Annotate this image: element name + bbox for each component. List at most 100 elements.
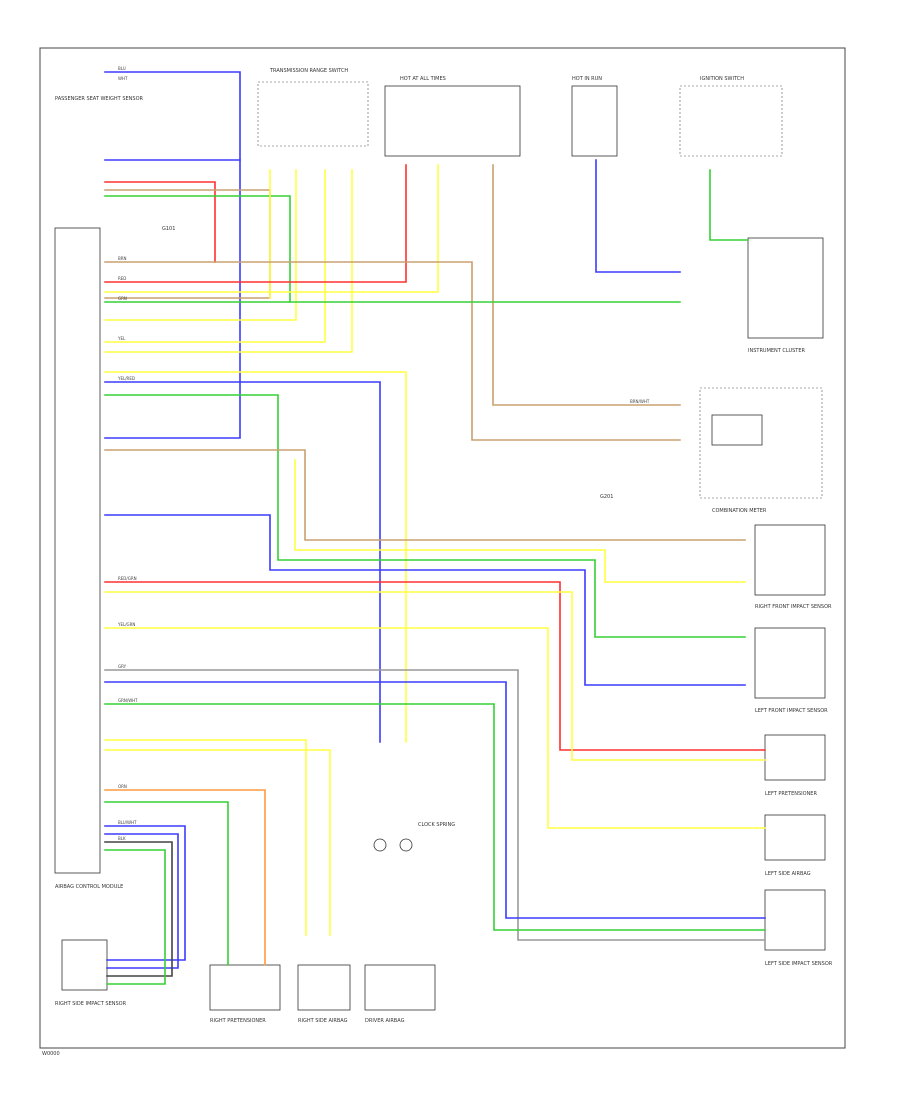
wire-yellow-pretensioner (104, 591, 766, 761)
wire-blue-side-impact-2 (104, 833, 179, 969)
wire-red-pretensioner (104, 581, 766, 751)
airbag-indicator (711, 414, 763, 446)
wire-red-seat (104, 181, 216, 263)
wire-green-ignition (709, 169, 749, 241)
clock-spring-label: CLOCK SPRING (418, 822, 455, 828)
clock-spring-connector-a (373, 838, 387, 852)
wire-yellow-fuse (104, 164, 439, 293)
transmission-range-switch: TRANSMISSION RANGE SWITCH (257, 68, 369, 147)
right-pretensioner-box (209, 964, 281, 1011)
wire-yellow-right-sensor (294, 459, 746, 583)
wire-blue-side-impact (104, 825, 186, 961)
left-side-sensor-label: LEFT SIDE IMPACT SENSOR (765, 961, 833, 967)
right-side-sensor-box (61, 939, 108, 991)
wire-gray-side-sensor (104, 669, 766, 941)
combination-meter-box (699, 387, 823, 499)
wire-label-red: RED (118, 276, 126, 281)
driver-airbag-box (364, 964, 436, 1011)
wire-label-grn-wht: GRN/WHT (118, 698, 138, 703)
left-impact-sensor-box (754, 627, 826, 699)
wire-green-left-sensor (104, 394, 746, 638)
wire-yellow-right-airbag (104, 739, 307, 936)
left-pretensioner-label: LEFT PRETENSIONER (765, 791, 817, 797)
wire-yellow-trs-3 (104, 169, 326, 343)
right-pretensioner-label: RIGHT PRETENSIONER (210, 1018, 266, 1024)
right-impact-sensor-box (754, 524, 826, 596)
fuse-box-left: HOT AT ALL TIMES (384, 76, 521, 157)
left-side-airbag-label: LEFT SIDE AIRBAG (765, 871, 811, 877)
wire-black-side-impact (104, 841, 173, 977)
right-pretensioner: RIGHT PRETENSIONER (209, 964, 281, 1024)
ignition-switch: IGNITION SWITCH (679, 76, 783, 157)
wire-label-brn-wht: BRN/WHT (630, 399, 650, 404)
wire-yellow-side-airbag (104, 627, 766, 829)
ignition-switch-box (679, 85, 783, 157)
wire-brown-meter (104, 261, 681, 441)
right-side-airbag-label: RIGHT SIDE AIRBAG (298, 1018, 348, 1024)
wire-green-seat (104, 195, 291, 303)
wire-blue-left-sensor (104, 514, 746, 686)
instrument-cluster-label: INSTRUMENT CLUSTER (748, 348, 806, 354)
ground-label-1: G101 (162, 226, 175, 232)
wire-green-side-impact (104, 849, 166, 985)
wire-color-labels: BLU WHT BRN RED GRN YEL YEL/RED RED/GRN … (117, 66, 650, 841)
airbag-control-module: AIRBAG CONTROL MODULE (54, 227, 123, 890)
fuse-box-right-label: HOT IN RUN (572, 76, 602, 82)
wire-label-brn: BRN (118, 256, 127, 261)
left-impact-sensor-label: LEFT FRONT IMPACT SENSOR (755, 708, 828, 714)
left-side-airbag: LEFT SIDE AIRBAG (764, 814, 826, 877)
acm-label: AIRBAG CONTROL MODULE (55, 884, 123, 890)
wire-yellow-clockspring (104, 371, 407, 743)
left-impact-sensor: LEFT FRONT IMPACT SENSOR (754, 627, 828, 714)
footer-code: W0000 (42, 1051, 60, 1057)
wire-label-red-grn: RED/GRN (118, 576, 137, 581)
ground-label-2: G201 (600, 494, 613, 500)
wire-label-gry: GRY (118, 664, 127, 669)
right-side-airbag: RIGHT SIDE AIRBAG (297, 964, 351, 1024)
passenger-seat-sensor: PASSENGER SEAT WEIGHT SENSOR (55, 96, 144, 102)
acm-box (54, 227, 101, 874)
wire-label-grn: GRN (118, 296, 127, 301)
wire-red-fuse (104, 164, 407, 283)
right-impact-sensor: RIGHT FRONT IMPACT SENSOR (754, 524, 832, 610)
wires (104, 71, 766, 985)
wire-label-wht: WHT (118, 76, 128, 81)
wire-blue-seat (104, 71, 241, 439)
diagram-frame (39, 47, 846, 1049)
wire-blue-clockspring (104, 381, 381, 743)
passenger-seat-label: PASSENGER SEAT WEIGHT SENSOR (55, 96, 144, 102)
right-side-airbag-box (297, 964, 351, 1011)
instrument-cluster: INSTRUMENT CLUSTER (747, 237, 824, 354)
trs-box (257, 81, 369, 147)
wire-label-blu: BLU (118, 66, 126, 71)
wire-yellow-right-airbag-2 (104, 749, 331, 936)
combination-meter: COMBINATION METER (699, 387, 823, 514)
wire-yellow-trs-2 (104, 169, 297, 321)
fuse-box-right: HOT IN RUN (571, 76, 618, 157)
wire-label-yel-grn: YEL/GRN (117, 622, 135, 627)
wire-label-yel: YEL (117, 336, 126, 341)
clock-spring-connector-b (399, 838, 413, 852)
wire-green-side-sensor (104, 703, 766, 931)
left-pretensioner-box (764, 734, 826, 781)
wire-green-pretensioner (104, 801, 229, 966)
wire-blue-cluster (595, 159, 681, 273)
fuse-box-right-box (571, 85, 618, 157)
combination-meter-label: COMBINATION METER (712, 508, 767, 514)
wire-label-blk: BLK (118, 836, 126, 841)
driver-airbag: DRIVER AIRBAG (364, 964, 436, 1024)
wire-brown-meter-2 (492, 164, 681, 406)
instrument-cluster-box (747, 237, 824, 339)
wire-brown-right-sensor (104, 449, 746, 541)
driver-airbag-label: DRIVER AIRBAG (365, 1018, 405, 1024)
wire-label-blu-wht: BLU/WHT (118, 820, 137, 825)
wire-label-orn: ORN (118, 784, 127, 789)
left-side-sensor: LEFT SIDE IMPACT SENSOR (764, 889, 833, 967)
grounds: G101 G201 (162, 226, 613, 500)
ignition-switch-label: IGNITION SWITCH (700, 76, 744, 82)
clock-spring: CLOCK SPRING (373, 822, 455, 852)
fuse-box-left-box (384, 85, 521, 157)
left-pretensioner: LEFT PRETENSIONER (764, 734, 826, 797)
wire-label-yel-red: YEL/RED (117, 376, 135, 381)
